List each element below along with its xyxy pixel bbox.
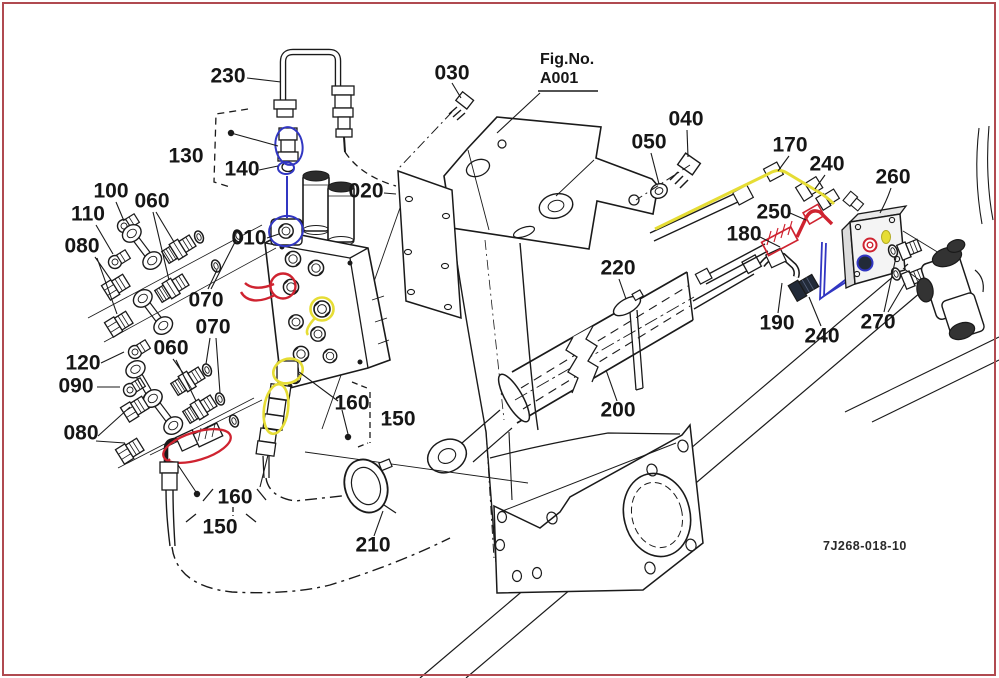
part-label-020: 020 [348, 179, 384, 203]
part-label-160a: 160 [334, 391, 370, 415]
part-label-080b: 080 [63, 421, 99, 445]
part-label-150a: 150 [380, 407, 416, 431]
part-label-260: 260 [875, 165, 911, 189]
part-label-080a: 080 [64, 234, 100, 258]
part-label-090: 090 [58, 374, 94, 398]
part-label-010: 010 [231, 226, 267, 250]
manifold-260 [841, 190, 945, 296]
yellow-highlight-port [305, 296, 335, 336]
part-label-240a: 240 [809, 152, 845, 176]
leader-dots [193, 129, 352, 498]
part-label-230: 230 [210, 64, 246, 88]
figure-number-value: A001 [540, 70, 579, 88]
part-label-170: 170 [772, 133, 808, 157]
part-label-130: 130 [168, 144, 204, 168]
valve-assembly [239, 126, 391, 392]
part-label-220: 220 [600, 256, 636, 280]
dashed-brackets [185, 90, 598, 523]
cylinder-200 [497, 253, 763, 424]
fitting-010-blue [268, 214, 304, 248]
part-label-100: 100 [93, 179, 129, 203]
part-label-180: 180 [726, 222, 762, 246]
hose-180-assembly [694, 203, 872, 303]
figure-number-caption: Fig.No. [540, 51, 595, 68]
leader-lines [94, 77, 906, 537]
part-label-120: 120 [65, 351, 101, 375]
part-label-210: 210 [355, 533, 391, 557]
fitting-cluster-upper [87, 211, 277, 343]
part-label-140: 140 [224, 157, 260, 181]
part-label-200: 200 [600, 398, 636, 422]
part-label-240b: 240 [804, 324, 840, 348]
hose-150-left [159, 461, 451, 594]
part-label-110: 110 [71, 202, 105, 226]
valve-block-right [916, 239, 985, 341]
part-label-060b: 060 [153, 336, 189, 360]
gasket-plate [493, 423, 704, 594]
main-bracket-a001 [426, 116, 681, 586]
part-label-190: 190 [759, 311, 795, 335]
flange-210 [343, 458, 397, 514]
fitting-140-blue [277, 127, 299, 173]
part-label-040: 040 [668, 107, 704, 131]
pipe-230 [273, 48, 397, 187]
part-label-030: 030 [434, 61, 470, 85]
part-label-070b: 070 [195, 315, 231, 339]
part-label-060a: 060 [134, 189, 170, 213]
yellow-adapter-chain [255, 357, 352, 502]
part-label-250: 250 [756, 200, 792, 224]
figure-number: Fig.No. A001 [540, 50, 594, 88]
fitting-cluster-lower [114, 337, 263, 476]
plate-020 [397, 169, 462, 320]
red-highlight-port [239, 272, 297, 302]
drawing-code: 7J268-018-10 [823, 539, 907, 553]
part-label-270: 270 [860, 310, 896, 334]
part-label-150b: 150 [202, 515, 238, 539]
part-label-050: 050 [631, 130, 667, 154]
part-label-070a: 070 [188, 288, 224, 312]
part-label-160b: 160 [217, 485, 253, 509]
bolt-040-washer-050 [635, 152, 702, 201]
